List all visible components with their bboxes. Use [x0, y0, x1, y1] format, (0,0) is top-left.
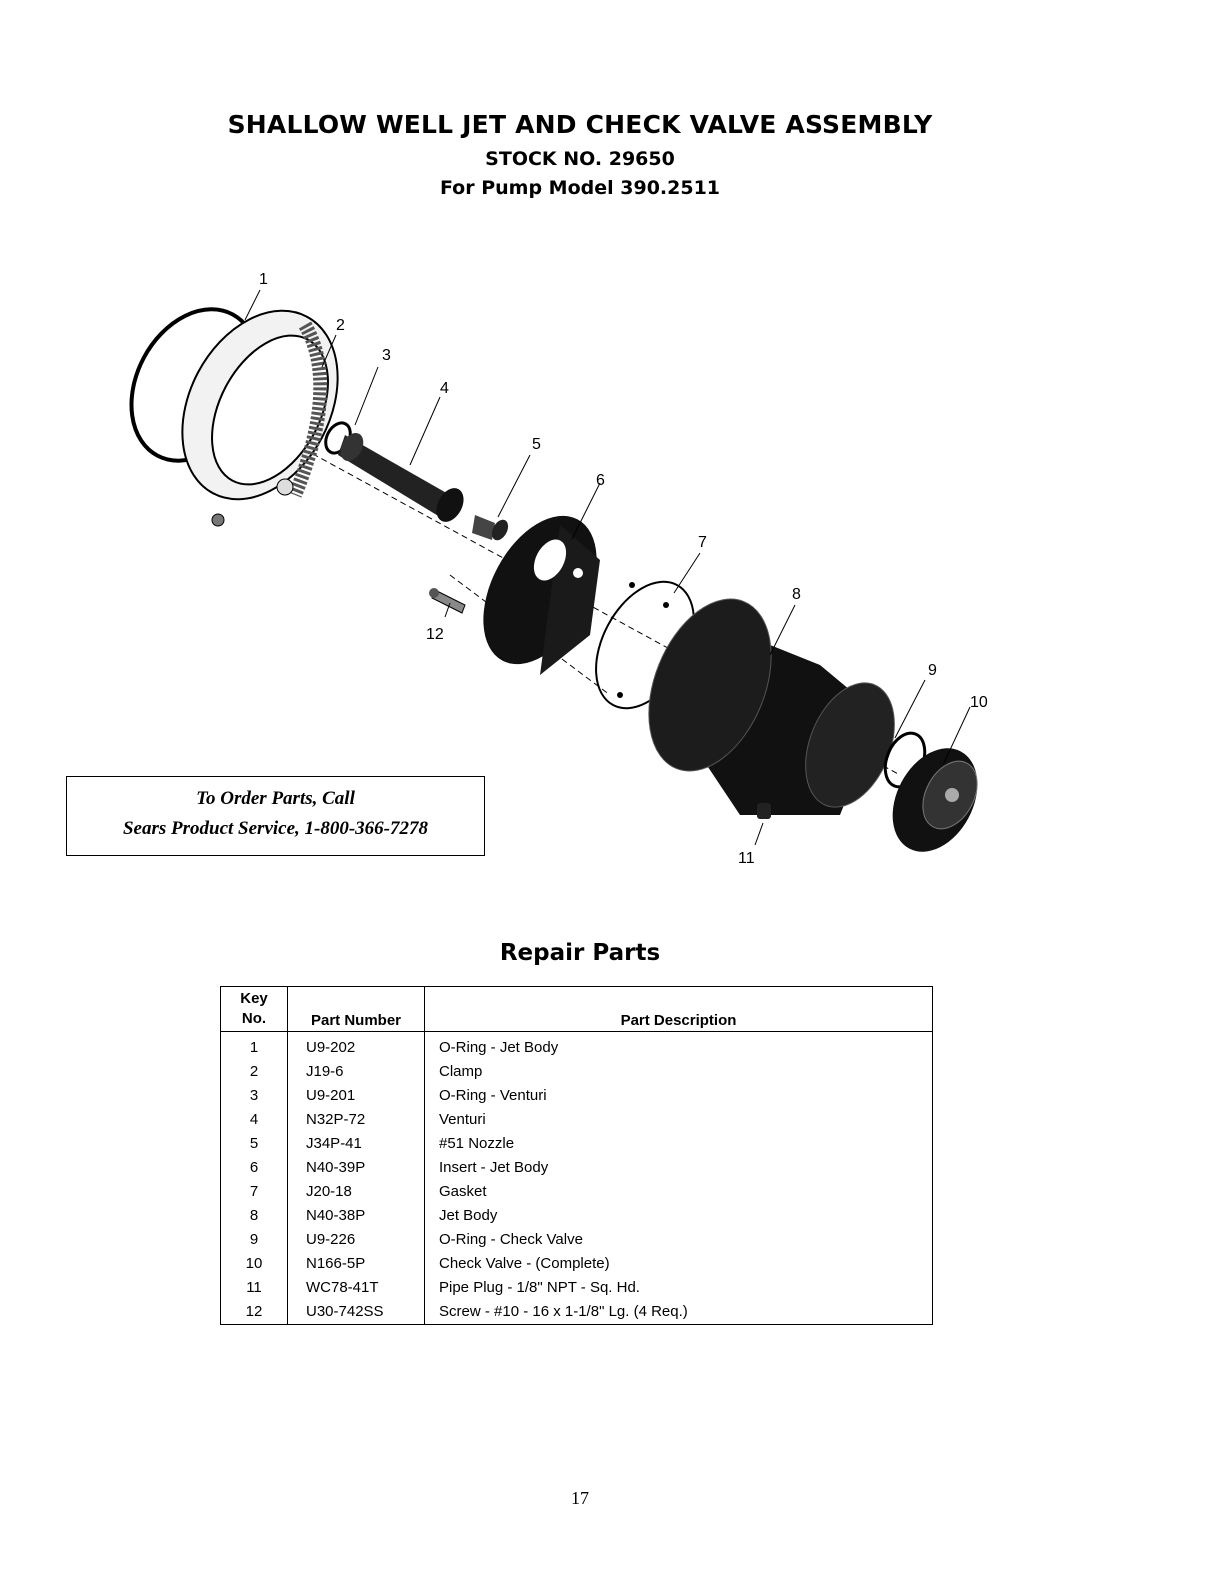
part-number-header: Part Number — [287, 986, 425, 1032]
order-parts-line-2: Sears Product Service, 1-800-366-7278 — [122, 818, 429, 839]
page-title: SHALLOW WELL JET AND CHECK VALVE ASSEMBL… — [227, 110, 933, 139]
table-header-row: Key No. Part Number Part Description — [220, 986, 933, 1032]
callout-11: 11 — [738, 850, 755, 867]
page-number: 17 — [571, 1488, 589, 1508]
pipe-plug-part — [757, 803, 771, 819]
key-cell: 10 — [220, 1252, 288, 1276]
key-cell: 8 — [220, 1204, 288, 1228]
part-number-cell: J20-18 — [287, 1180, 425, 1204]
stock-number: STOCK NO. 29650 — [485, 148, 675, 170]
key-header-line: Key — [240, 990, 268, 1007]
key-cell: 6 — [220, 1156, 288, 1180]
callout-2: 2 — [336, 317, 345, 334]
description-cell: Gasket — [439, 1183, 487, 1200]
clamp-part — [181, 309, 339, 527]
description-cell: Venturi — [439, 1111, 486, 1128]
part-number-cell: WC78-41T — [287, 1276, 425, 1300]
description-cell: Pipe Plug - 1/8" NPT - Sq. Hd. — [439, 1279, 640, 1296]
callout-7: 7 — [698, 534, 707, 551]
part-number-cell: U30-742SS — [287, 1300, 425, 1325]
key-cell: 11 — [220, 1276, 288, 1300]
key-cell: 2 — [220, 1060, 288, 1084]
part-number-cell: U9-201 — [287, 1084, 425, 1108]
part-number-cell: N32P-72 — [287, 1108, 425, 1132]
description-cell: Clamp — [439, 1063, 483, 1080]
screw-part — [429, 588, 466, 614]
no-header-line: No. — [241, 1010, 267, 1027]
callout-8: 8 — [792, 586, 801, 603]
callout-3: 3 — [382, 347, 391, 364]
part-description-header: Part Description — [424, 986, 933, 1032]
callout-4: 4 — [440, 380, 449, 397]
callout-1: 1 — [259, 271, 268, 288]
key-cell: 4 — [220, 1108, 288, 1132]
callout-9: 9 — [928, 662, 937, 679]
venturi-part — [338, 432, 464, 522]
description-cell: Screw - #10 - 16 x 1-1/8" Lg. (4 Req.) — [439, 1303, 688, 1320]
key-cell: 1 — [220, 1031, 288, 1060]
nozzle-part — [472, 515, 509, 541]
leader-lines — [244, 289, 971, 846]
part-number-cell: J19-6 — [287, 1060, 425, 1084]
description-cell: O-Ring - Venturi — [439, 1087, 547, 1104]
repair-parts-title: Repair Parts — [499, 940, 661, 966]
pump-model: For Pump Model 390.2511 — [439, 177, 721, 199]
key-cell: 7 — [220, 1180, 288, 1204]
part-number-cell: U9-202 — [287, 1031, 425, 1060]
description-cell: O-Ring - Jet Body — [439, 1039, 559, 1056]
key-no-header: Key No. — [220, 986, 288, 1032]
part-number-cell: J34P-41 — [287, 1132, 425, 1156]
description-cell: O-Ring - Check Valve — [439, 1231, 583, 1248]
key-cell: 12 — [220, 1300, 288, 1325]
check-valve-part — [892, 748, 978, 852]
description-cell: Jet Body — [439, 1207, 498, 1224]
callout-10: 10 — [970, 694, 988, 711]
callout-6: 6 — [596, 472, 605, 489]
description-cell: Check Valve - (Complete) — [439, 1255, 610, 1272]
insert-jet-body-part — [483, 515, 600, 675]
key-cell: 3 — [220, 1084, 288, 1108]
part-number-cell: N166-5P — [287, 1252, 425, 1276]
exploded-parts-diagram: 1 2 3 4 5 6 7 8 9 10 11 12 — [129, 271, 988, 867]
order-parts-box: To Order Parts, Call Sears Product Servi… — [66, 776, 485, 856]
callout-12: 12 — [426, 626, 444, 643]
order-parts-line-1: To Order Parts, Call — [196, 788, 355, 809]
part-number-cell: U9-226 — [287, 1228, 425, 1252]
jet-body-part — [648, 598, 895, 815]
key-cell: 9 — [220, 1228, 288, 1252]
part-number-cell: N40-38P — [287, 1204, 425, 1228]
callout-5: 5 — [532, 436, 541, 453]
key-cell: 5 — [220, 1132, 288, 1156]
description-cell: Insert - Jet Body — [439, 1159, 549, 1176]
part-number-cell: N40-39P — [287, 1156, 425, 1180]
description-cell: #51 Nozzle — [439, 1135, 515, 1152]
